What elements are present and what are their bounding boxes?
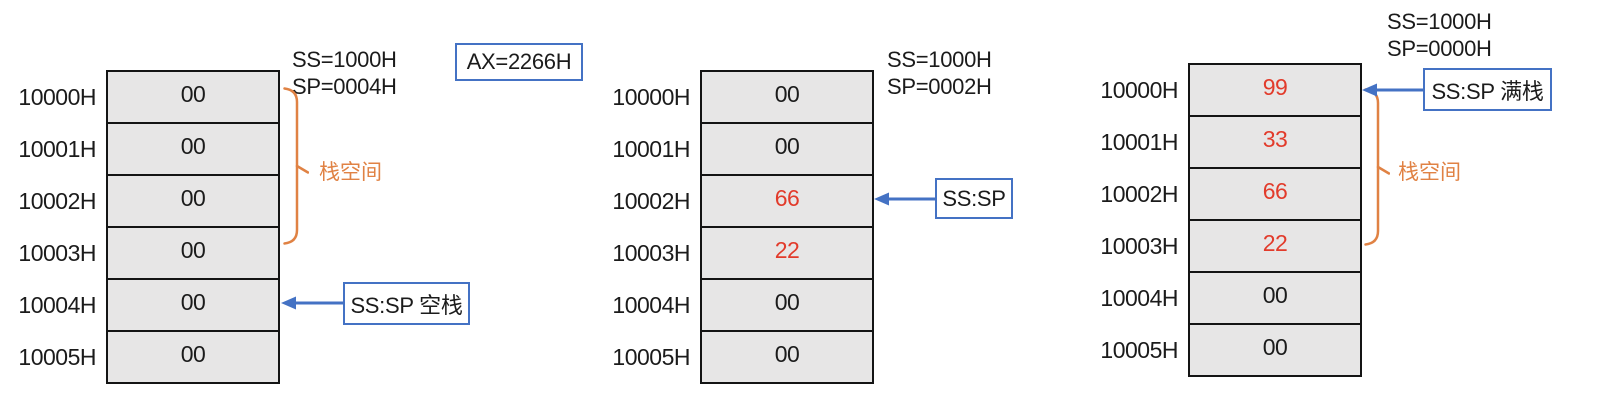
sp-register: SP=0004H bbox=[292, 74, 397, 99]
memory-cell: 00 bbox=[702, 72, 872, 124]
memory-table-empty-stack: 00 00 00 00 00 00 bbox=[106, 70, 280, 384]
cell-value: 00 bbox=[180, 132, 206, 159]
sp-pointer-box-full-stack: SS:SP 满栈 bbox=[1423, 68, 1552, 111]
address-label: 10000H bbox=[1100, 76, 1178, 103]
address-label: 10004H bbox=[18, 291, 96, 318]
memory-cell: 00 bbox=[108, 280, 278, 332]
address-column-empty-stack: 10000H 10001H 10002H 10003H 10004H 10005… bbox=[4, 70, 96, 382]
memory-cell: 00 bbox=[108, 72, 278, 124]
cell-value: 00 bbox=[180, 340, 206, 367]
cell-value-pushed: 66 bbox=[1262, 177, 1288, 204]
address-label: 10002H bbox=[1100, 180, 1178, 207]
ss-register: SS=1000H bbox=[887, 47, 992, 72]
sp-pointer-label: SS:SP bbox=[942, 185, 1006, 211]
memory-cell: 66 bbox=[1190, 169, 1360, 221]
address-label: 10004H bbox=[1100, 284, 1178, 311]
cell-value: 00 bbox=[180, 80, 206, 107]
ss-register: SS=1000H bbox=[1387, 9, 1492, 34]
memory-cell: 00 bbox=[108, 332, 278, 382]
stack-space-brace bbox=[283, 87, 309, 245]
sp-pointer-label: SS:SP 空栈 bbox=[350, 292, 463, 318]
sp-pointer-arrow bbox=[281, 296, 343, 310]
memory-cell: 22 bbox=[702, 228, 872, 280]
cell-value-pushed: 22 bbox=[1262, 229, 1288, 256]
sp-pointer-label: SS:SP 满栈 bbox=[1431, 78, 1544, 104]
memory-cell: 00 bbox=[108, 176, 278, 228]
cell-value-pushed: 66 bbox=[774, 184, 800, 211]
address-label: 10002H bbox=[612, 187, 690, 214]
address-column-partial-stack: 10000H 10001H 10002H 10003H 10004H 10005… bbox=[598, 70, 690, 382]
address-label: 10001H bbox=[18, 135, 96, 162]
memory-cell: 00 bbox=[108, 228, 278, 280]
ax-register-label: AX=2266H bbox=[466, 49, 572, 74]
sp-register: SP=0002H bbox=[887, 74, 992, 99]
address-label: 10003H bbox=[612, 239, 690, 266]
address-label: 10001H bbox=[612, 135, 690, 162]
address-label: 10002H bbox=[18, 187, 96, 214]
address-label: 10003H bbox=[1100, 232, 1178, 259]
cell-value: 00 bbox=[774, 288, 800, 315]
address-column-full-stack: 10000H 10001H 10002H 10003H 10004H 10005… bbox=[1086, 63, 1178, 375]
memory-cell: 00 bbox=[1190, 325, 1360, 375]
memory-cell: 00 bbox=[1190, 273, 1360, 325]
address-label: 10005H bbox=[18, 343, 96, 370]
cell-value: 00 bbox=[180, 288, 206, 315]
register-values-empty-stack: SS=1000H SP=0004H bbox=[292, 46, 397, 100]
memory-table-partial-stack: 00 00 66 22 00 00 bbox=[700, 70, 874, 384]
address-label: 10005H bbox=[612, 343, 690, 370]
memory-table-full-stack: 99 33 66 22 00 00 bbox=[1188, 63, 1362, 377]
address-label: 10000H bbox=[18, 83, 96, 110]
cell-value: 00 bbox=[180, 236, 206, 263]
address-label: 10001H bbox=[1100, 128, 1178, 155]
sp-pointer-arrow bbox=[874, 192, 936, 206]
cell-value: 00 bbox=[774, 132, 800, 159]
register-values-full-stack: SS=1000H SP=0000H bbox=[1387, 8, 1492, 62]
sp-register: SP=0000H bbox=[1387, 36, 1492, 61]
sp-pointer-box-empty-stack: SS:SP 空栈 bbox=[343, 282, 470, 325]
memory-cell: 99 bbox=[1190, 65, 1360, 117]
memory-cell: 00 bbox=[702, 280, 872, 332]
cell-value: 00 bbox=[774, 340, 800, 367]
memory-cell: 00 bbox=[108, 124, 278, 176]
cell-value-pushed: 33 bbox=[1262, 125, 1288, 152]
cell-value: 00 bbox=[1262, 333, 1288, 360]
address-label: 10005H bbox=[1100, 336, 1178, 363]
memory-cell: 33 bbox=[1190, 117, 1360, 169]
memory-cell: 00 bbox=[702, 124, 872, 176]
address-label: 10000H bbox=[612, 83, 690, 110]
sp-pointer-arrow bbox=[1362, 83, 1424, 97]
stack-space-label: 栈空间 bbox=[1398, 161, 1461, 184]
cell-value-pushed: 22 bbox=[774, 236, 800, 263]
memory-cell: 66 bbox=[702, 176, 872, 228]
memory-cell: 00 bbox=[702, 332, 872, 382]
cell-value: 00 bbox=[774, 80, 800, 107]
sp-pointer-box-partial-stack: SS:SP bbox=[935, 178, 1013, 219]
cell-value: 00 bbox=[1262, 281, 1288, 308]
cell-value: 00 bbox=[180, 184, 206, 211]
address-label: 10004H bbox=[612, 291, 690, 318]
address-label: 10003H bbox=[18, 239, 96, 266]
stack-space-brace bbox=[1364, 88, 1390, 246]
ss-register: SS=1000H bbox=[292, 47, 397, 72]
memory-cell: 22 bbox=[1190, 221, 1360, 273]
ax-register-box: AX=2266H bbox=[455, 43, 583, 81]
cell-value-pushed: 99 bbox=[1262, 73, 1288, 100]
register-values-partial-stack: SS=1000H SP=0002H bbox=[887, 46, 992, 100]
stack-space-label: 栈空间 bbox=[319, 161, 382, 184]
